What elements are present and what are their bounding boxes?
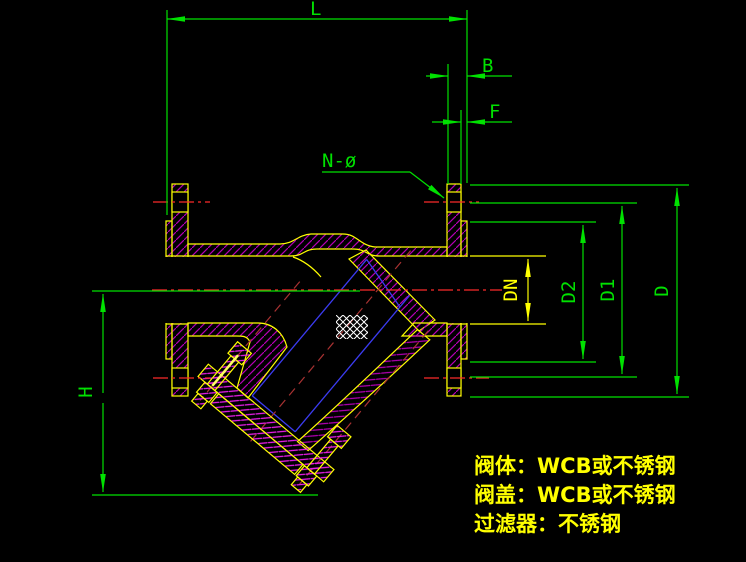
cover-plate [209, 392, 304, 476]
bottom-right-wall [400, 322, 448, 337]
label-L: L [310, 0, 321, 20]
label-D1: D1 [597, 279, 619, 302]
cover-bolt-right [290, 424, 352, 494]
centerlines [152, 201, 502, 379]
dim-bolt-circle-D1: D1 [470, 202, 637, 378]
dim-bolt-holes-N: N-ø [322, 150, 445, 199]
screen-lines [251, 259, 411, 433]
valve-body [165, 183, 468, 494]
dim-bore-DN: DN [470, 255, 546, 325]
label-DN: DN [500, 279, 522, 302]
note-strainer: 过滤器：不锈钢 [474, 512, 621, 536]
bolt-hole-centerlines [153, 201, 489, 379]
dim-raised-face-F: F [432, 101, 512, 184]
cover-bolt-left [190, 340, 253, 410]
note-valve-body: 阀体：WCB或不锈钢 [474, 454, 676, 478]
dimensions: L B F N-ø D2 [75, 0, 689, 496]
left-flange [165, 183, 190, 397]
screen-seat-line [292, 256, 322, 278]
top-pipe-wall [187, 233, 448, 257]
label-D: D [651, 285, 673, 296]
label-F: F [489, 101, 500, 123]
label-N: N-ø [322, 150, 356, 172]
dim-flange-dia-D: D [470, 184, 689, 398]
label-H: H [75, 386, 97, 397]
screen-mesh-symbol [336, 315, 368, 339]
note-valve-cover: 阀盖：WCB或不锈钢 [474, 483, 676, 507]
label-D2: D2 [558, 281, 580, 304]
material-notes: 阀体：WCB或不锈钢 阀盖：WCB或不锈钢 过滤器：不锈钢 [474, 454, 676, 536]
dim-raised-face-dia-D2: D2 [470, 221, 596, 363]
dim-height-H: H [75, 290, 360, 496]
dim-length-L: L [166, 0, 468, 215]
label-B: B [482, 55, 493, 77]
strainer-leg [190, 250, 431, 494]
